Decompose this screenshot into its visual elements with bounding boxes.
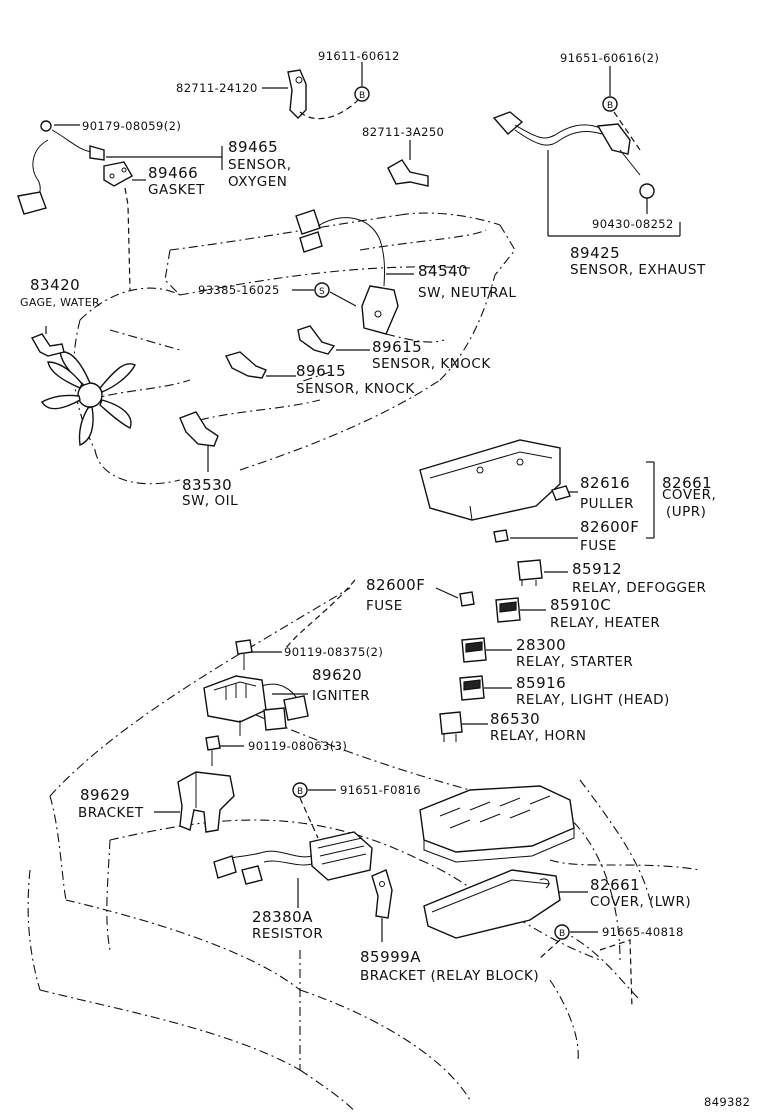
bolt-s-marker [314, 282, 330, 298]
relay-cover-upper-part [419, 439, 571, 543]
label-sw-neutral: SW, NEUTRAL [418, 285, 516, 301]
resistor-part [213, 831, 373, 885]
label-90119-08375: 90119-08375(2) [284, 645, 383, 659]
label-89465: 89465 [228, 138, 278, 156]
label-82711-24120: 82711-24120 [176, 81, 258, 95]
igniter-bolt-part [235, 639, 253, 670]
relay-cover-lower-part [423, 869, 561, 939]
oxygen-sensor-part [17, 120, 133, 215]
bracket-bolt-part [205, 735, 221, 766]
label-89620: 89620 [312, 666, 362, 684]
knock-sensor-2-part [224, 351, 267, 379]
label-bracket: BRACKET [78, 805, 144, 821]
neutral-switch-part [295, 209, 399, 335]
label-90119-08063: 90119-08063(3) [248, 739, 347, 753]
relay-horn-part [439, 711, 463, 742]
label-relay-light-head: RELAY, LIGHT (HEAD) [516, 692, 670, 708]
label-sw-oil: SW, OIL [182, 493, 238, 509]
exhaust-sensor-part [492, 111, 655, 199]
label-relay-defogger: RELAY, DEFOGGER [572, 580, 706, 596]
label-sensor-exhaust: SENSOR, EXHAUST [570, 262, 706, 278]
relay-defogger-part [517, 559, 543, 586]
svg-text:S: S [319, 287, 325, 297]
bracket-89629-part [177, 771, 235, 833]
label-relay-heater: RELAY, HEATER [550, 615, 660, 631]
bolt-b-marker-4 [554, 924, 570, 940]
bolt-b-marker-2 [602, 96, 618, 112]
label-igniter: IGNITER [312, 688, 370, 704]
label-fuse-b: FUSE [366, 598, 403, 614]
igniter-part [203, 675, 309, 736]
svg-text:B: B [607, 101, 613, 111]
label-89615-b: 89615 [296, 362, 346, 380]
label-28300: 28300 [516, 636, 566, 654]
relay-starter-part [461, 637, 487, 663]
engine-fan [41, 351, 136, 446]
label-90179-08059: 90179-08059(2) [82, 119, 181, 133]
svg-text:B: B [297, 787, 303, 797]
label-89466: 89466 [148, 164, 198, 182]
label-cover-lower: COVER, (LWR) [590, 894, 691, 910]
label-sensor-oxygen-2: OXYGEN [228, 174, 287, 190]
label-91665-40818: 91665-40818 [602, 925, 684, 939]
engine-block-outline [73, 212, 516, 485]
clip-82711-3a250-part [387, 159, 429, 187]
label-85916: 85916 [516, 674, 566, 692]
svg-text:B: B [359, 91, 365, 101]
label-relay-starter: RELAY, STARTER [516, 654, 633, 670]
label-sensor-knock-b: SENSOR, KNOCK [296, 381, 415, 397]
label-86530: 86530 [490, 710, 540, 728]
fuse-82600f-part [459, 591, 475, 607]
label-28380a: 28380A [252, 908, 313, 926]
label-82600f-a: 82600F [580, 518, 639, 536]
label-bracket-relay-block: BRACKET (RELAY BLOCK) [360, 968, 539, 984]
bolt-b-marker-3 [292, 782, 308, 798]
oil-switch-part [179, 411, 219, 447]
label-fuse-a: FUSE [580, 538, 617, 554]
bracket-82711-24120-part [287, 69, 307, 119]
label-85912: 85912 [572, 560, 622, 578]
label-relay-horn: RELAY, HORN [490, 728, 587, 744]
label-84540: 84540 [418, 262, 468, 280]
label-89629: 89629 [80, 786, 130, 804]
label-82661-lower: 82661 [590, 876, 640, 894]
label-85910c: 85910C [550, 596, 611, 614]
relay-block-bracket-part [371, 869, 393, 919]
label-90430-08252: 90430-08252 [592, 217, 674, 231]
label-91651-f0816: 91651-F0816 [340, 783, 421, 797]
label-resistor: RESISTOR [252, 926, 323, 942]
bolt-b-marker [354, 86, 370, 102]
label-cover-upper-1: COVER, [662, 487, 716, 503]
relay-block-body-part [419, 785, 575, 863]
knock-sensor-1-part [297, 325, 336, 355]
label-91611-60612: 91611-60612 [318, 49, 400, 63]
svg-text:B: B [559, 929, 565, 939]
label-sensor-oxygen-1: SENSOR, [228, 157, 292, 173]
label-89615-a: 89615 [372, 338, 422, 356]
label-83530: 83530 [182, 476, 232, 494]
label-sensor-knock-a: SENSOR, KNOCK [372, 356, 491, 372]
diagram-id: 849382 [704, 1095, 750, 1109]
label-91651-60616: 91651-60616(2) [560, 51, 659, 65]
label-puller: PULLER [580, 496, 634, 512]
label-93385-16025: 93385-16025 [198, 283, 280, 297]
label-85999a: 85999A [360, 948, 421, 966]
label-82661-upper: 82661 [662, 474, 712, 492]
label-82616: 82616 [580, 474, 630, 492]
label-89425: 89425 [570, 244, 620, 262]
label-82711-3a250: 82711-3A250 [362, 125, 444, 139]
label-83420: 83420 [30, 276, 80, 294]
label-gasket: GASKET [148, 182, 205, 198]
water-gage-part [30, 333, 65, 357]
part-labels: 91611-60612 82711-24120 91651-60616(2) 9… [20, 49, 750, 1109]
label-82600f-b: 82600F [366, 576, 425, 594]
relay-light-head-part [459, 675, 485, 701]
label-gage-water: GAGE, WATER [20, 296, 100, 309]
relay-heater-part [495, 597, 521, 623]
label-cover-upper-2: (UPR) [666, 504, 706, 520]
